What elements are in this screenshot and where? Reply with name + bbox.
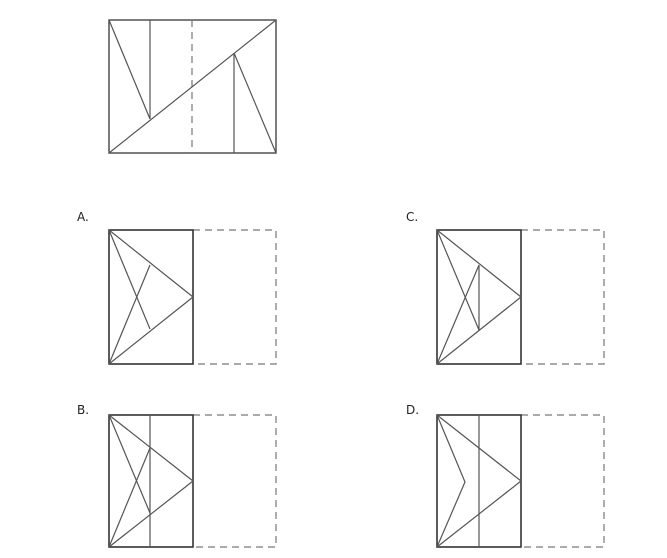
- crease-line: [436, 414, 522, 482]
- folded-paper-outline: [108, 414, 194, 548]
- crease-line: [108, 264, 151, 365]
- crease-line: [108, 480, 194, 548]
- option-b-figure[interactable]: [108, 414, 277, 548]
- slant-right: [233, 52, 277, 154]
- option-c-figure[interactable]: [436, 229, 605, 365]
- crease-line: [436, 296, 522, 365]
- option-c-label[interactable]: C.: [406, 210, 419, 224]
- crease-line: [436, 264, 480, 365]
- option-d-label[interactable]: D.: [406, 403, 420, 417]
- crease-line: [108, 229, 194, 298]
- crease-line: [108, 447, 151, 548]
- crease-line: [108, 414, 194, 482]
- unfolded-half-outline: [193, 414, 277, 548]
- crease-line: [436, 229, 522, 298]
- crease-line: [108, 296, 194, 365]
- unfolded-half-outline: [521, 414, 605, 548]
- crease-line: [436, 414, 466, 548]
- option-d-figure[interactable]: [436, 414, 605, 548]
- question-figure: [108, 19, 277, 154]
- unfolded-half-outline: [521, 229, 605, 365]
- crease-line: [108, 229, 151, 330]
- crease-line: [108, 414, 151, 514]
- option-a-figure[interactable]: [108, 229, 277, 365]
- unfolded-half-outline: [193, 229, 277, 365]
- slant-left: [108, 19, 151, 120]
- option-b-label[interactable]: B.: [77, 403, 90, 417]
- crease-line: [436, 229, 480, 331]
- option-a-label[interactable]: A.: [77, 210, 89, 224]
- folded-paper-outline: [108, 229, 194, 365]
- diagonal-crease: [108, 19, 277, 154]
- crease-line: [436, 480, 522, 548]
